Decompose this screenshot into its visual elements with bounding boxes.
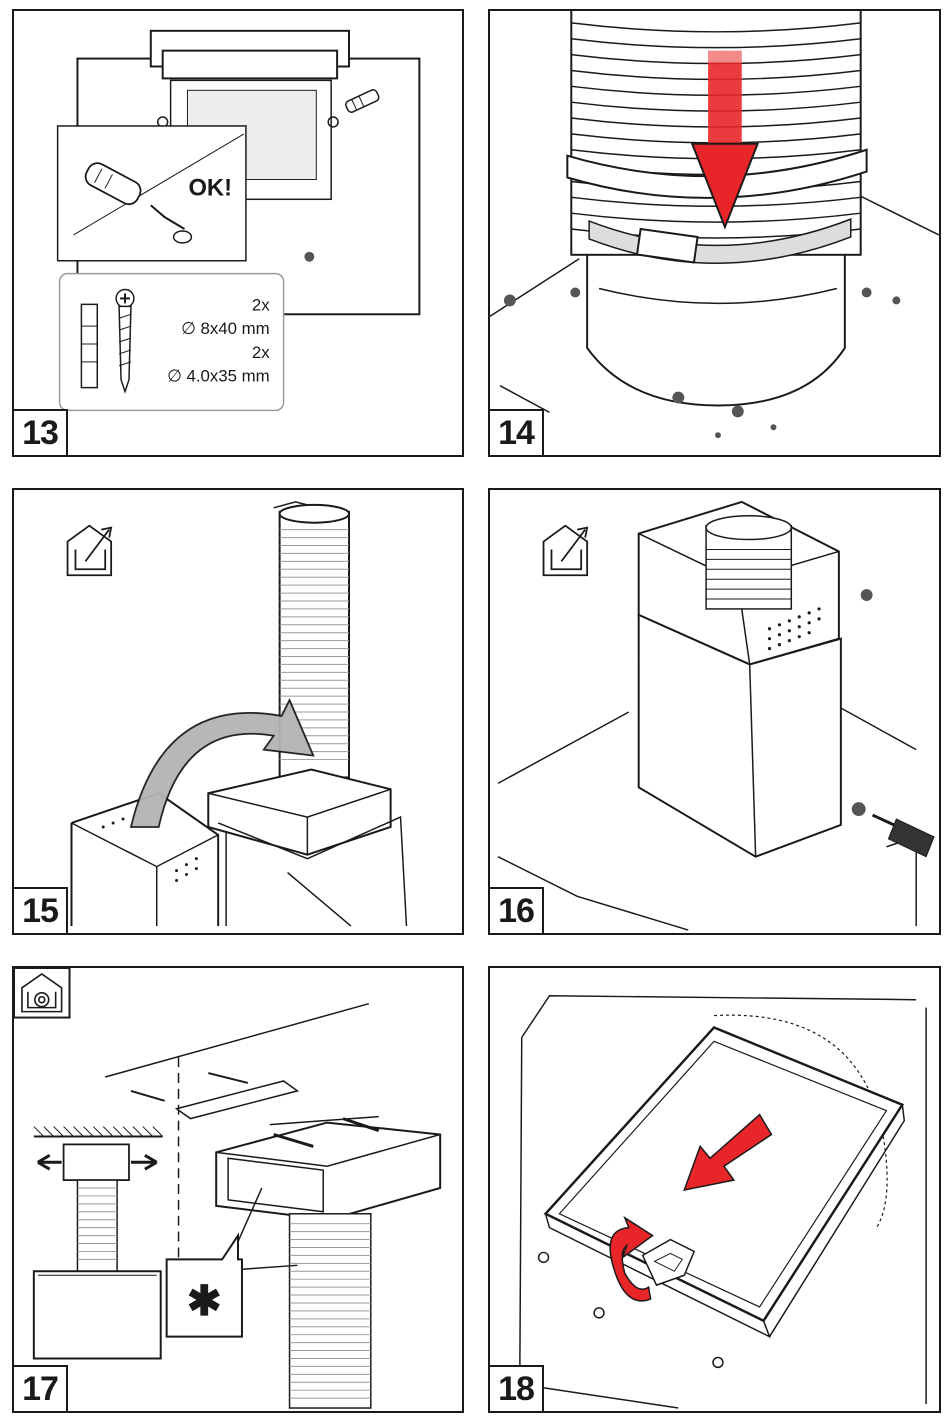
step-14-panel: 14 xyxy=(488,9,941,457)
duct-out-house-icon xyxy=(542,524,589,577)
spec-plug: ∅ 8x40 mm xyxy=(181,319,270,338)
step-14-illustration xyxy=(490,11,939,439)
step-13-panel: OK! 2x ∅ 8x40 mm 2x ∅ 4.0x35 mm 13 xyxy=(12,9,464,457)
qty-screw: 2x xyxy=(252,343,270,362)
step-number-16: 16 xyxy=(490,887,544,933)
step-15-illustration xyxy=(66,501,408,927)
step-15-panel: 15 xyxy=(12,488,464,935)
qty-plug: 2x xyxy=(252,295,270,314)
ok-label: OK! xyxy=(188,174,232,201)
step-number-18: 18 xyxy=(490,1365,544,1411)
step-16-illustration xyxy=(497,500,935,931)
duct-out-house-icon xyxy=(66,524,113,577)
spec-screw: ∅ 4.0x35 mm xyxy=(167,367,270,386)
recirculation-house-icon xyxy=(21,972,63,1013)
step-17-panel: ✱ 17 xyxy=(12,966,464,1413)
step-number-13: 13 xyxy=(14,409,68,455)
step-13-illustration: OK! 2x ∅ 8x40 mm 2x ∅ 4.0x35 mm xyxy=(56,29,421,412)
step-number-15: 15 xyxy=(14,887,68,933)
callout-asterisk: ✱ xyxy=(187,1277,222,1324)
step-17-illustration: ✱ xyxy=(14,968,442,1409)
step-number-14: 14 xyxy=(490,409,544,455)
step-18-illustration xyxy=(519,995,927,1409)
step-number-17: 17 xyxy=(14,1365,68,1411)
step-16-panel: 16 xyxy=(488,488,941,935)
step-18-panel: 18 xyxy=(488,966,941,1413)
